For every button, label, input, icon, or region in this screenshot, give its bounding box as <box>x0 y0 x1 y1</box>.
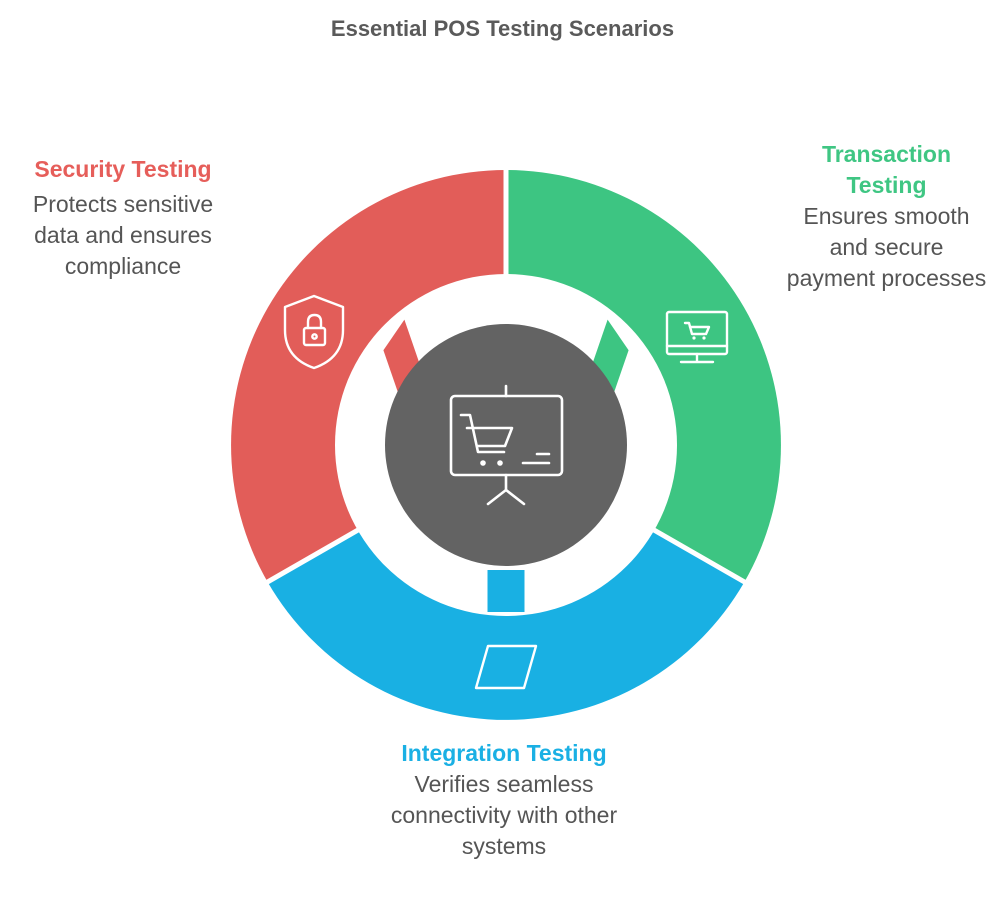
label-integration: Integration Testing Verifies seamless co… <box>352 738 656 862</box>
diagram-title: Essential POS Testing Scenarios <box>330 16 675 41</box>
description-transaction: Ensures smooth and secure payment proces… <box>786 203 987 291</box>
pos-terminal-cart-icon <box>449 384 564 506</box>
heading-transaction: Transaction Testing <box>821 141 952 198</box>
connector-integration <box>487 570 525 612</box>
description-integration: Verifies seamless connectivity with othe… <box>390 771 618 859</box>
monitor-cart-icon <box>665 310 729 364</box>
label-transaction: Transaction Testing Ensures smooth and s… <box>784 139 989 294</box>
heading-security: Security Testing <box>34 156 212 182</box>
heading-integration: Integration Testing <box>401 740 607 766</box>
parallelogram-icon <box>474 644 538 690</box>
description-security: Protects sensitive data and ensures comp… <box>32 191 214 279</box>
label-security: Security Testing Protects sensitive data… <box>18 154 228 282</box>
shield-lock-icon <box>283 294 345 370</box>
